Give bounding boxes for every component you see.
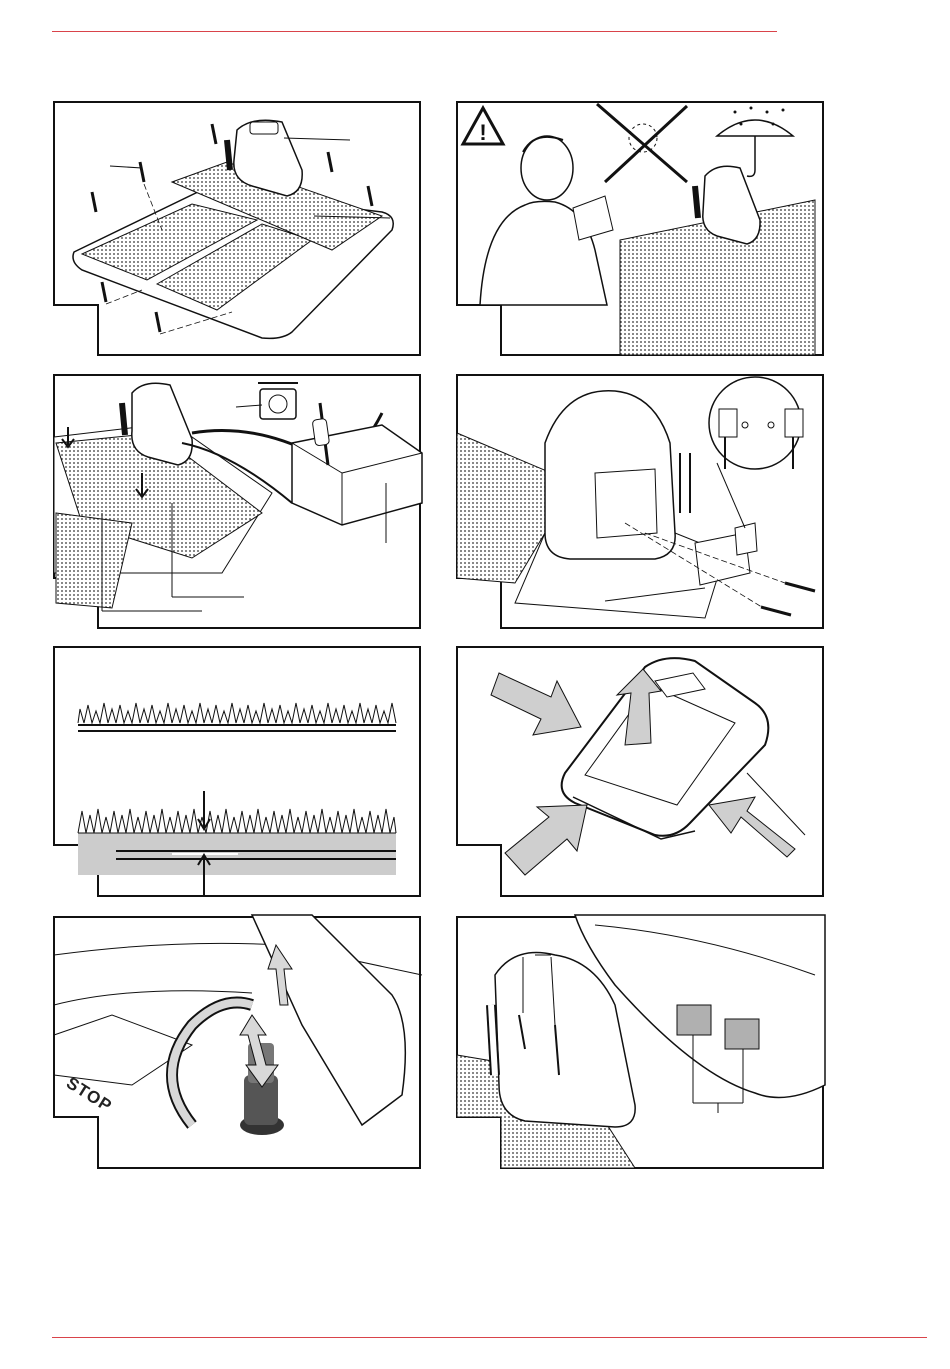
charging-contacts-illustration [455,915,825,1170]
figure-panel-4 [455,373,825,630]
top-rule [52,31,777,32]
power-supply-illustration [52,373,422,630]
figure-panel-5 [52,645,422,898]
figure-panel-3 [52,373,422,630]
figure-panel-8 [455,915,825,1170]
grass-height-illustration [52,645,422,898]
svg-text:!: ! [479,120,486,145]
instructions-warning-illustration: ! [455,100,825,357]
figure-panel-6 [455,645,825,898]
figure-panel-2: ! [455,100,825,357]
wire-connection-illustration [455,373,825,630]
height-adjust-illustration [52,915,422,1170]
bottom-rule [52,1337,927,1338]
base-assembly-illustration [52,100,422,357]
figure-panel-7: STOP [52,915,422,1170]
figure-panel-1 [52,100,422,357]
mower-lift-illustration [455,645,825,898]
